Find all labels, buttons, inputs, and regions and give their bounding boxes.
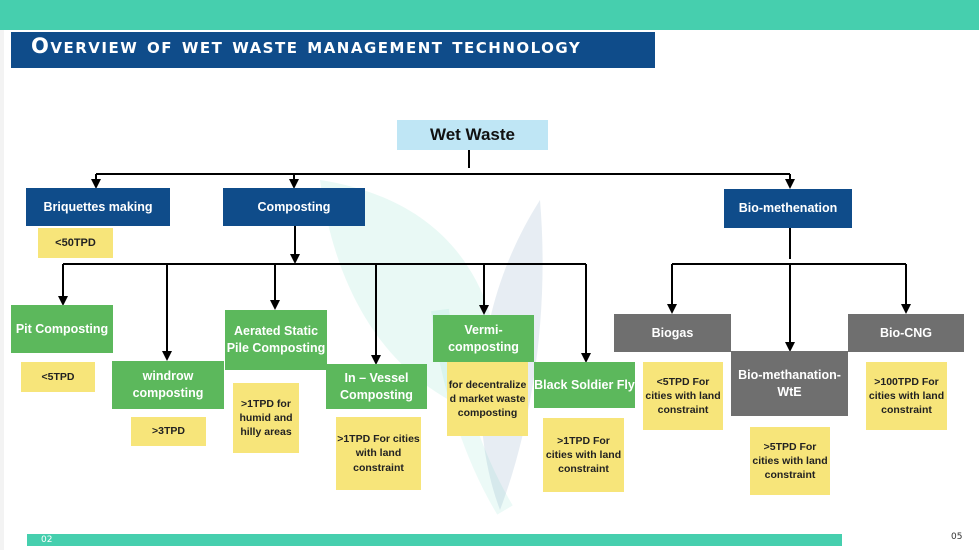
- node-windrow-composting: windrow composting: [112, 361, 224, 409]
- note-briquettes-capacity: <50TPD: [38, 228, 113, 258]
- note-aerated-static-pile: >1TPD for humid and hilly areas: [233, 383, 299, 453]
- node-vermi-composting: Vermi-composting: [433, 315, 534, 362]
- left-edge-line: [0, 30, 4, 550]
- note-windrow-composting: >3TPD: [131, 417, 206, 446]
- note-black-soldier-fly: >1TPD For cities with land constraint: [543, 418, 624, 492]
- note-in-vessel-composting: >1TPD For cities with land constraint: [336, 417, 421, 490]
- node-composting: Composting: [223, 188, 365, 226]
- node-pit-composting: Pit Composting: [11, 305, 113, 353]
- note-bio-cng: >100TPD For cities with land constraint: [866, 362, 947, 430]
- bottom-accent-bar: 02: [27, 534, 842, 546]
- note-biogas: <5TPD For cities with land constraint: [643, 362, 723, 430]
- page-title: Overview of wet waste management technol…: [11, 32, 655, 68]
- note-pit-composting: <5TPD: [21, 362, 95, 392]
- root-node-wet-waste: Wet Waste: [397, 120, 548, 150]
- node-black-soldier-fly: Black Soldier Fly: [534, 362, 635, 408]
- note-vermi-composting: for decentralize d market waste composti…: [447, 362, 528, 436]
- node-briquettes-making: Briquettes making: [26, 188, 170, 226]
- footer-section-number: 02: [41, 535, 53, 545]
- note-bio-methanation-wte: >5TPD For cities with land constraint: [750, 427, 830, 495]
- node-biogas: Biogas: [614, 314, 731, 352]
- node-bio-methenation: Bio-methenation: [724, 189, 852, 228]
- node-aerated-static-pile: Aerated Static Pile Composting: [225, 310, 327, 370]
- node-bio-methanation-wte: Bio-methanation-WtE: [731, 351, 848, 416]
- node-bio-cng: Bio-CNG: [848, 314, 964, 352]
- page-number: 05: [951, 532, 963, 542]
- node-in-vessel-composting: In – Vessel Composting: [326, 364, 427, 409]
- top-accent-bar: [0, 0, 979, 30]
